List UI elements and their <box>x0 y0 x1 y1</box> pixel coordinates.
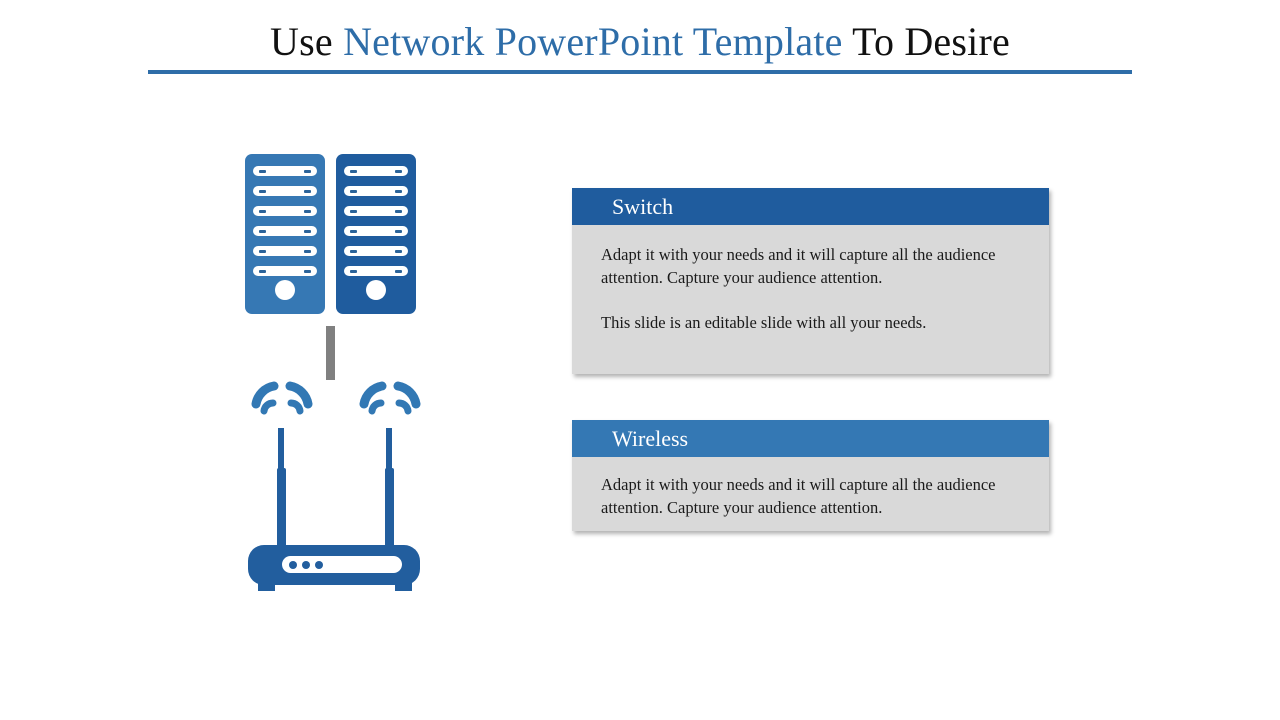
router-foot <box>258 582 275 591</box>
card-header-switch: Switch <box>572 188 1049 225</box>
router-antenna-right <box>386 428 392 470</box>
title-segment-prefix: Use <box>270 19 344 64</box>
card-paragraph: Adapt it with your needs and it will cap… <box>601 475 996 517</box>
wifi-signal-icon <box>358 380 422 422</box>
page-title-text: Use Network PowerPoint Template To Desir… <box>270 19 1010 64</box>
router-status-dot <box>315 560 323 569</box>
server-slot <box>344 206 408 216</box>
wifi-signal-icon <box>250 380 314 422</box>
server-tower-right <box>336 154 416 314</box>
wireless-router <box>240 380 430 591</box>
router-body <box>248 545 420 585</box>
router-foot <box>395 582 412 591</box>
server-slot <box>344 266 408 276</box>
connector-line <box>326 326 335 380</box>
router-antenna-right-base <box>385 468 394 552</box>
wifi-arcs-left-svg <box>251 381 313 415</box>
wifi-arcs-right-svg <box>359 381 421 415</box>
router-indicator-panel <box>282 556 402 573</box>
network-diagram-graphic <box>210 140 460 591</box>
info-card-switch[interactable]: Switch Adapt it with your needs and it w… <box>572 188 1049 374</box>
server-slot <box>253 246 317 256</box>
server-slot <box>253 186 317 196</box>
server-power-led <box>366 280 386 300</box>
info-card-wireless[interactable]: Wireless Adapt it with your needs and it… <box>572 420 1049 531</box>
title-underline-rule <box>148 70 1132 74</box>
card-body-wireless: Adapt it with your needs and it will cap… <box>572 457 1049 531</box>
server-slot <box>253 226 317 236</box>
server-tower-left <box>245 154 325 314</box>
server-slot <box>253 206 317 216</box>
router-status-dot <box>289 560 297 569</box>
server-slot <box>253 166 317 176</box>
server-slot <box>344 166 408 176</box>
title-segment-suffix: To Desire <box>842 19 1010 64</box>
router-antenna-left <box>278 428 284 470</box>
router-antenna-left-base <box>277 468 286 552</box>
server-slot <box>344 246 408 256</box>
server-slot <box>253 266 317 276</box>
card-paragraph: Adapt it with your needs and it will cap… <box>601 245 996 287</box>
server-power-led <box>275 280 295 300</box>
card-header-wireless: Wireless <box>572 420 1049 457</box>
server-slot <box>344 186 408 196</box>
page-title: Use Network PowerPoint Template To Desir… <box>148 14 1132 70</box>
card-paragraph: This slide is an editable slide with all… <box>601 313 927 332</box>
title-segment-accent: Network PowerPoint Template <box>343 19 843 64</box>
server-slot <box>344 226 408 236</box>
router-status-dot <box>302 560 310 569</box>
card-body-switch: Adapt it with your needs and it will cap… <box>572 225 1049 374</box>
